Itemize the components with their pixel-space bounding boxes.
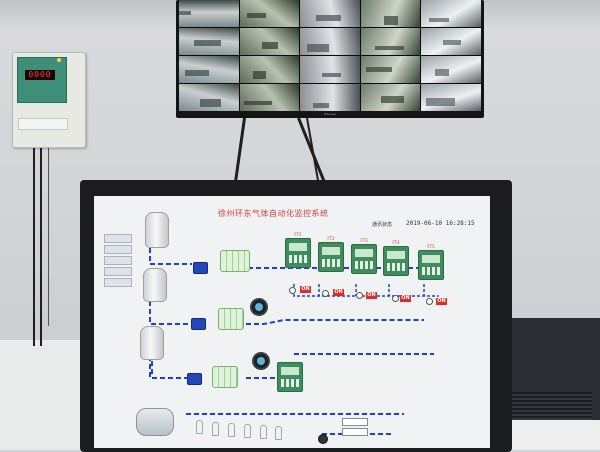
- hmi-nav-button-5[interactable]: [104, 278, 132, 287]
- gas-detector-display: 0000: [25, 70, 55, 80]
- camera-feed: [421, 28, 481, 55]
- pressure-gauge-1: [250, 298, 268, 316]
- flow-meter-2[interactable]: [318, 242, 344, 272]
- cable-detector-1: [33, 146, 35, 346]
- valve-5-status[interactable]: ON: [436, 298, 447, 305]
- flow-meter-1-label: FT1: [294, 232, 302, 237]
- info-box-2: [342, 428, 368, 436]
- cctv-monitor-logo: Hisense: [324, 112, 336, 116]
- cylinder-2: [212, 422, 219, 436]
- cylinder-1: [196, 420, 203, 434]
- camera-feed: [239, 56, 300, 83]
- flow-meter-6[interactable]: [277, 362, 303, 392]
- flow-meter-2-label: FT2: [327, 236, 335, 241]
- cable-detector-2: [40, 146, 42, 346]
- hmi-comm-status: 通讯状态: [372, 222, 393, 228]
- gas-detector-panel: [17, 57, 67, 103]
- filter-bank-2: [218, 308, 244, 330]
- valve-3[interactable]: [356, 292, 363, 299]
- valve-4[interactable]: [392, 295, 399, 302]
- camera-feed: [239, 0, 300, 27]
- valve-1-status[interactable]: ON: [300, 286, 311, 293]
- camera-feed: [179, 56, 239, 83]
- hmi-pipe-diagram: [149, 248, 444, 435]
- pump-2[interactable]: [191, 318, 206, 330]
- valve-1[interactable]: [289, 287, 296, 294]
- info-box-1: [342, 418, 368, 426]
- cylinder-6: [275, 426, 282, 440]
- camera-feed: [300, 84, 360, 111]
- cylinder-5: [260, 425, 267, 439]
- hmi-datetime: 2019-06-10 16:28:15: [406, 220, 475, 227]
- flow-meter-1[interactable]: [285, 238, 311, 268]
- cylinder-3: [228, 423, 235, 437]
- camera-feed: [239, 84, 300, 111]
- hmi-nav-button-3[interactable]: [104, 256, 132, 265]
- camera-feed: [421, 0, 481, 27]
- gas-tank-1: [145, 212, 169, 248]
- flow-meter-5-label: FT5: [427, 244, 435, 249]
- camera-feed: [360, 56, 421, 83]
- pump-1[interactable]: [193, 262, 208, 274]
- horizontal-tank: [136, 408, 174, 436]
- camera-feed: [239, 28, 300, 55]
- filter-bank-3: [212, 366, 238, 388]
- camera-feed: [300, 56, 360, 83]
- camera-feed: [360, 0, 421, 27]
- hmi-nav-button-4[interactable]: [104, 267, 132, 276]
- desk-surface-left: [0, 340, 82, 450]
- cable-detector-3: [48, 146, 49, 326]
- camera-feed: [179, 84, 239, 111]
- pressure-gauge-2: [252, 352, 270, 370]
- gas-detector-indicator: [57, 58, 61, 62]
- hmi-nav-button-2[interactable]: [104, 245, 132, 254]
- hmi-title: 徐州环东气体自动化监控系统: [218, 209, 329, 218]
- flow-meter-4-label: FT4: [392, 240, 400, 245]
- camera-feed: [421, 84, 481, 111]
- compressor-icon[interactable]: [318, 434, 328, 444]
- camera-feed: [300, 28, 360, 55]
- camera-feed: [300, 0, 360, 27]
- gas-detector-terminal-strip: [18, 118, 68, 130]
- cctv-monitor-screen: [179, 0, 481, 111]
- camera-feed: [179, 28, 239, 55]
- flow-meter-5[interactable]: [418, 250, 444, 280]
- valve-2[interactable]: [322, 290, 329, 297]
- gas-tank-2: [143, 268, 167, 302]
- valve-2-status[interactable]: ON: [333, 289, 344, 296]
- valve-4-status[interactable]: ON: [400, 295, 411, 302]
- filter-bank-1: [220, 250, 250, 272]
- flow-meter-3[interactable]: [351, 244, 377, 274]
- flow-meter-3-label: FT3: [360, 238, 368, 243]
- hmi-nav-button-1[interactable]: [104, 234, 132, 243]
- camera-feed: [179, 0, 239, 27]
- camera-feed: [421, 56, 481, 83]
- gas-tank-3: [140, 326, 164, 360]
- cylinder-4: [244, 424, 251, 438]
- camera-feed: [360, 84, 421, 111]
- valve-5[interactable]: [426, 298, 433, 305]
- flow-meter-4[interactable]: [383, 246, 409, 276]
- desk-surface-right: [498, 420, 600, 450]
- camera-feed: [360, 28, 421, 55]
- valve-3-status[interactable]: ON: [366, 292, 377, 299]
- pump-3[interactable]: [187, 373, 202, 385]
